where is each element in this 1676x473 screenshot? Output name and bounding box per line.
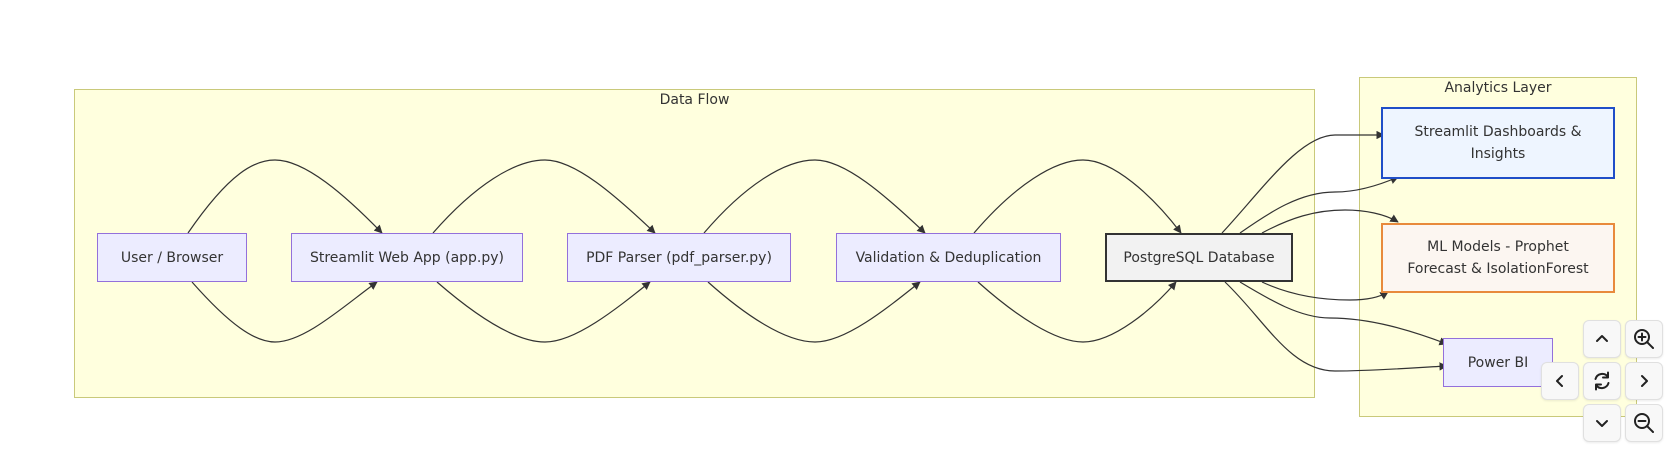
streamlit-dashboards-node[interactable]: Streamlit Dashboards & Insights bbox=[1381, 107, 1615, 179]
pdf-parser-node[interactable]: PDF Parser (pdf_parser.py) bbox=[567, 233, 791, 282]
pan-down-button[interactable] bbox=[1583, 404, 1621, 442]
ml-models-node[interactable]: ML Models - Prophet Forecast & Isolation… bbox=[1381, 223, 1615, 293]
power-bi-node[interactable]: Power BI bbox=[1443, 338, 1553, 387]
chevron-right-icon bbox=[1641, 375, 1648, 387]
chevron-left-icon bbox=[1556, 375, 1563, 387]
chevron-up-icon bbox=[1596, 335, 1608, 342]
analytics-layer-title: Analytics Layer bbox=[1444, 80, 1552, 96]
validation-deduplication-node[interactable]: Validation & Deduplication bbox=[836, 233, 1061, 282]
pan-right-button[interactable] bbox=[1625, 362, 1663, 400]
user-browser-node[interactable]: User / Browser bbox=[97, 233, 247, 282]
zoom-in-button[interactable] bbox=[1625, 320, 1663, 358]
reset-view-button[interactable] bbox=[1583, 362, 1621, 400]
pan-up-button[interactable] bbox=[1583, 320, 1621, 358]
zoom-out-button[interactable] bbox=[1625, 404, 1663, 442]
chevron-down-icon bbox=[1596, 420, 1608, 427]
data-flow-title: Data Flow bbox=[659, 92, 730, 108]
streamlit-web-app-node[interactable]: Streamlit Web App (app.py) bbox=[291, 233, 523, 282]
pan-left-button[interactable] bbox=[1541, 362, 1579, 400]
postgresql-database-node[interactable]: PostgreSQL Database bbox=[1105, 233, 1293, 282]
reset-icon bbox=[1594, 371, 1610, 391]
zoom-out-icon bbox=[1634, 413, 1654, 433]
zoom-in-icon bbox=[1634, 329, 1654, 349]
